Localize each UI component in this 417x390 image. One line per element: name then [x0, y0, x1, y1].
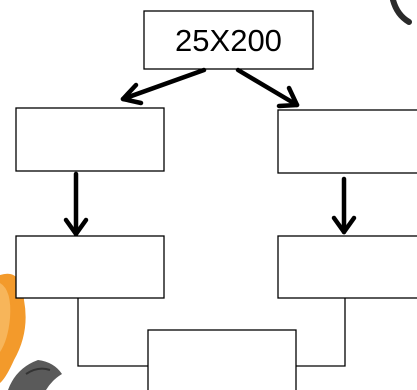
- arrow-root-to-left: [120, 67, 207, 106]
- root-box: 25X200: [143, 10, 314, 70]
- left-factor-box-1: [15, 107, 165, 172]
- arrow-root-to-right: [235, 67, 300, 109]
- cartoon-mascot-icon: [0, 273, 62, 390]
- right-connector-line: [296, 298, 346, 367]
- corner-circle-icon: [390, 0, 412, 25]
- root-label: 25X200: [175, 23, 282, 58]
- right-factor-box-1: [277, 109, 417, 174]
- right-factor-box-2: [277, 235, 417, 299]
- bottom-product-box: [147, 329, 297, 390]
- left-factor-box-2: [15, 235, 165, 299]
- arrow-left-down: [63, 171, 89, 237]
- left-connector-line: [77, 298, 148, 367]
- arrow-right-down: [331, 176, 357, 235]
